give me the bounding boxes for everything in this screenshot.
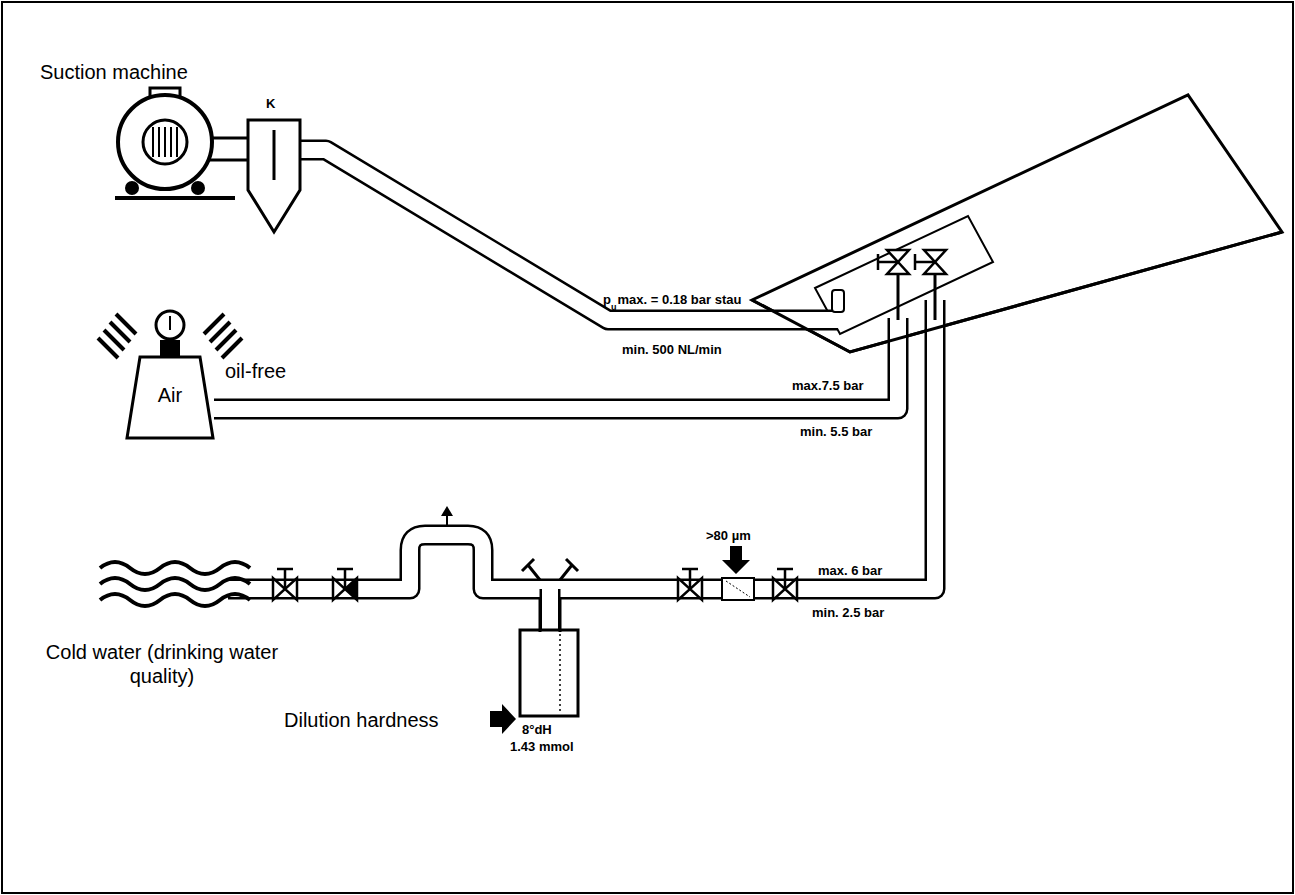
machine-label: Suction machine bbox=[40, 60, 192, 84]
hardness-value: 1.43 mmol bbox=[510, 739, 574, 755]
flow-spec: min. 500 NL/min bbox=[622, 342, 722, 358]
valve-symbol bbox=[678, 569, 702, 600]
valve-symbol bbox=[773, 569, 797, 600]
compressor-body: Airoil-free bbox=[125, 355, 215, 440]
node-note: oil-free bbox=[225, 359, 286, 383]
pressure-spec: max. = 0.18 bar stau bbox=[617, 292, 741, 308]
pressure-spec: max. 6 bar bbox=[818, 563, 882, 579]
hardness-value: 8°dH bbox=[522, 722, 552, 738]
water-source-label: Cold water (drinking water quality) bbox=[42, 640, 282, 688]
valve-symbol bbox=[878, 250, 909, 274]
mesh-size: >80 µm bbox=[706, 528, 751, 544]
node-title: Cold water (drinking water quality) bbox=[42, 640, 282, 688]
dosing-label: Dilution hardness bbox=[284, 708, 439, 732]
pressure-spec: min. 5.5 bar bbox=[800, 424, 872, 440]
part-letter: K bbox=[266, 96, 275, 112]
pressure-spec: max.7.5 bar bbox=[792, 378, 864, 394]
pressure-subscript: u bbox=[611, 299, 617, 315]
pressure-symbol: p bbox=[603, 292, 611, 308]
valve-symbol bbox=[273, 569, 297, 600]
valve-symbol bbox=[333, 569, 357, 600]
pressure-spec: min. 2.5 bar bbox=[812, 605, 884, 621]
valve-symbol bbox=[915, 250, 946, 274]
node-title: Air bbox=[125, 383, 215, 407]
node-title: Suction machine bbox=[40, 60, 192, 84]
